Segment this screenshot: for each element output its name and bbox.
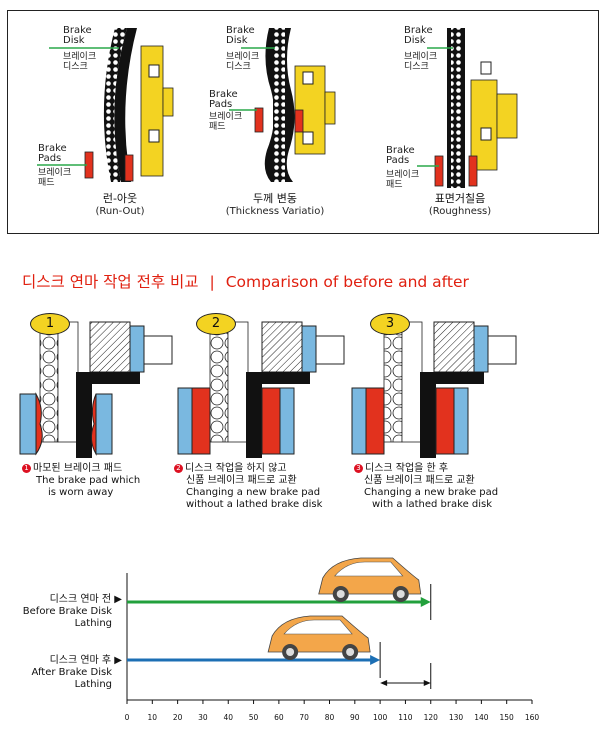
car-icon [318, 557, 422, 602]
distance-arrow-head [420, 597, 431, 607]
brake-pad [434, 155, 444, 187]
x-tick-label: 160 [525, 713, 540, 722]
x-tick-label: 130 [449, 713, 464, 722]
thickness-title-en: (Thickness Variatio) [225, 206, 325, 217]
steps-illustration [19, 321, 517, 458]
disk-outer [114, 28, 137, 182]
x-tick-label: 140 [474, 713, 489, 722]
new-pad [191, 387, 211, 455]
defects-illustration [37, 28, 518, 188]
x-tick-label: 40 [223, 713, 233, 722]
x-tick-label: 120 [424, 713, 439, 722]
difference-arrow-left [380, 680, 388, 686]
worn-pad [35, 392, 43, 456]
runout-title-kr: 런-아웃 [102, 192, 138, 205]
roughness-title-en: (Roughness) [428, 206, 492, 217]
disk [103, 28, 127, 182]
x-tick-label: 150 [500, 713, 515, 722]
roughness-title-kr: 표면거칠음 [434, 192, 486, 205]
thickness-title-kr: 두께 변동 [253, 192, 297, 205]
difference-arrow-right [423, 680, 431, 686]
x-tick-label: 80 [325, 713, 335, 722]
x-tick-label: 20 [173, 713, 183, 722]
x-tick-label: 10 [148, 713, 158, 722]
x-tick-label: 0 [125, 713, 130, 722]
step-3-badge: 3 [370, 313, 410, 335]
x-tick-label: 70 [299, 713, 309, 722]
roughness-diagram [417, 28, 518, 188]
step-2-illustration [177, 321, 345, 458]
distance-arrow-head [370, 655, 381, 665]
x-tick-label: 90 [350, 713, 360, 722]
stopping-distance-chart: 0 10 20 30 40 50 60 70 80 90 100 110 120 130 140 150 160 [125, 557, 540, 722]
caliper [470, 79, 498, 171]
x-tick-label: 60 [274, 713, 284, 722]
step-3-illustration [351, 321, 517, 458]
car-icon [267, 615, 371, 660]
x-tick-label: 30 [198, 713, 208, 722]
x-tick-label: 110 [398, 713, 413, 722]
defects-panel [7, 10, 599, 234]
step-1-illustration [19, 321, 173, 458]
new-pad [365, 387, 385, 455]
runout-title-en: (Run-Out) [95, 206, 145, 217]
runout-diagram [37, 28, 174, 182]
comparison-heading: 디스크 연마 작업 전후 비교 | Comparison of before a… [22, 273, 469, 291]
brake-pad [254, 107, 264, 133]
after-row-label: 디스크 연마 후 ▶ After Brake Disk Lathing [31, 655, 122, 690]
x-tick-label: 100 [373, 713, 388, 722]
step-1-badge: 1 [30, 313, 70, 335]
thickness-diagram [229, 28, 336, 182]
x-tick-label: 50 [249, 713, 259, 722]
step-2-badge: 2 [196, 313, 236, 335]
before-row-label: 디스크 연마 전 ▶ Before Brake Disk Lathing [22, 594, 122, 629]
